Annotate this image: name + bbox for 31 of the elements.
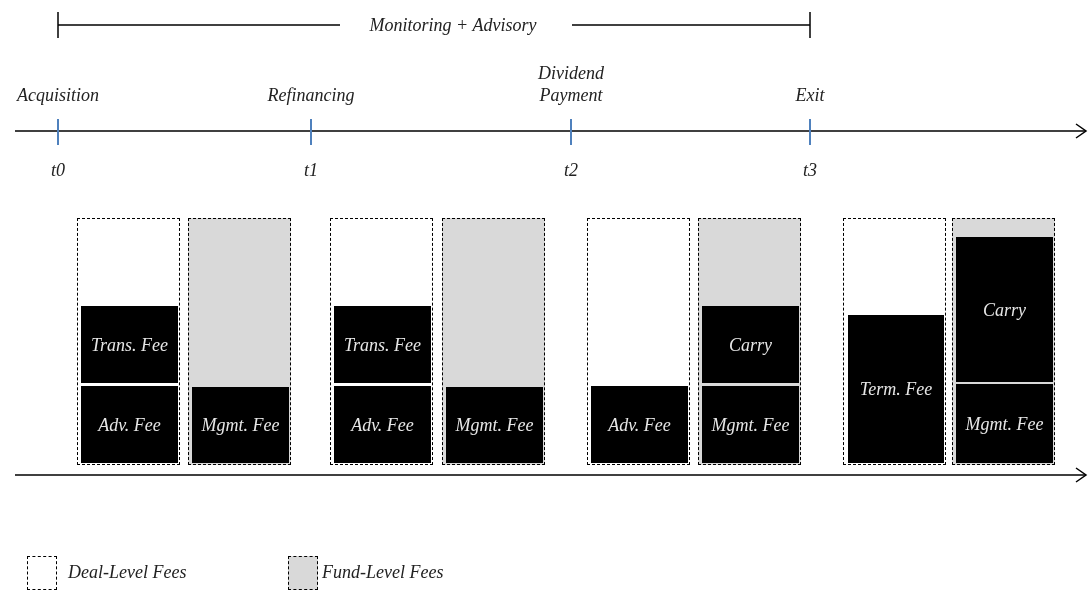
- event-label: Exit: [794, 84, 826, 106]
- fee-block: Carry: [956, 237, 1053, 382]
- time-label: t1: [303, 159, 319, 181]
- fee-block: Trans. Fee: [81, 306, 178, 383]
- legend-label: Fund-Level Fees: [322, 561, 444, 583]
- fee-bar: [330, 218, 433, 465]
- fee-bar: [442, 218, 545, 465]
- fee-bar: [188, 218, 291, 465]
- fee-block: Adv. Fee: [591, 386, 688, 463]
- fee-bar: [587, 218, 690, 465]
- fee-bar: [843, 218, 946, 465]
- fee-block: Term. Fee: [848, 315, 944, 463]
- time-label: t2: [563, 159, 579, 181]
- fee-block: Adv. Fee: [81, 386, 178, 463]
- fee-block: Mgmt. Fee: [956, 384, 1053, 463]
- fee-block: Adv. Fee: [334, 386, 431, 463]
- fee-block: Carry: [702, 306, 799, 383]
- event-label: Acquisition: [15, 84, 100, 106]
- fee-bar: [698, 218, 801, 465]
- fee-bar: [77, 218, 180, 465]
- bracket-label: Monitoring + Advisory: [368, 14, 538, 36]
- fee-block: Trans. Fee: [334, 306, 431, 383]
- time-label: t0: [50, 159, 66, 181]
- time-label: t3: [802, 159, 818, 181]
- fee-block: Mgmt. Fee: [702, 386, 799, 463]
- fee-block: Mgmt. Fee: [446, 387, 543, 463]
- fee-bar: [952, 218, 1055, 465]
- event-label: Dividend Payment: [537, 62, 605, 106]
- legend-label: Deal-Level Fees: [68, 561, 187, 583]
- event-label: Refinancing: [266, 84, 356, 106]
- fee-block: Mgmt. Fee: [192, 387, 289, 463]
